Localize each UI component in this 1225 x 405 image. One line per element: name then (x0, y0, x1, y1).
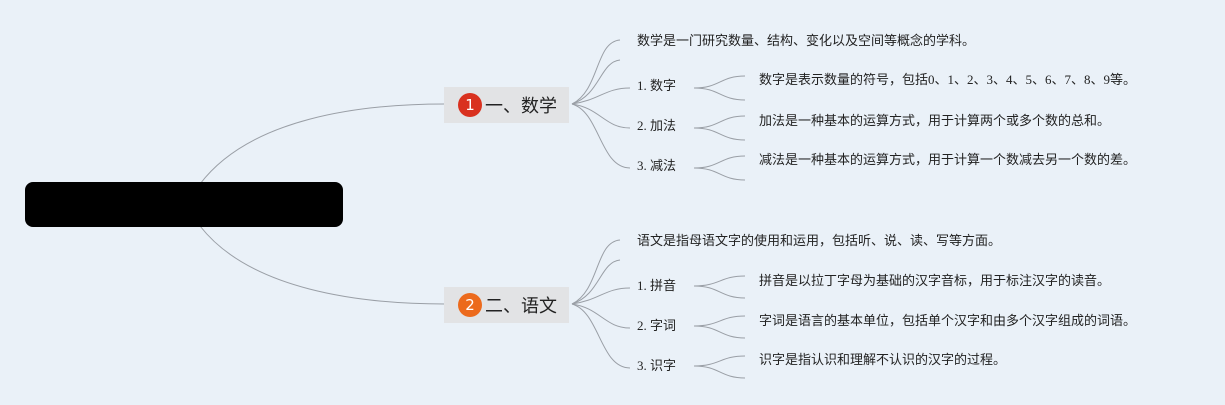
edge-t2-s3-desc (693, 355, 746, 367)
topic-label: 一、数学 (485, 96, 557, 117)
edge-t2-intro (571, 239, 621, 305)
edge-root-topic-1 (199, 103, 446, 185)
subtopic-desc[interactable]: 识字是指认识和理解不认识的汉字的过程。 (759, 352, 1007, 367)
edge-t1-sub3 (571, 103, 631, 169)
edge-t1-intro (571, 39, 621, 105)
subtopic-desc[interactable]: 数字是表示数量的符号，包括0、1、2、3、4、5、6、7、8、9等。 (759, 72, 1137, 87)
edge-t1-s2-desc-b (693, 127, 746, 141)
subtopic-label[interactable]: 2. 字词 (637, 318, 677, 333)
edge-t1-sub2 (571, 103, 631, 129)
edge-root-topic-2 (199, 225, 446, 305)
edge-t1-s3-desc (693, 155, 746, 169)
edge-t2-s1-desc (693, 275, 746, 287)
edge-t1-s3-desc-b (693, 167, 746, 181)
edge-t2-s1-desc-b (693, 285, 746, 299)
edge-t2-s2-desc (693, 315, 746, 327)
subtopic-label[interactable]: 2. 加法 (637, 118, 677, 133)
subtopic-desc[interactable]: 字词是语言的基本单位，包括单个汉字和由多个汉字组成的词语。 (759, 313, 1137, 328)
topic-label: 二、语文 (485, 296, 557, 317)
edge-t1-s2-desc (693, 115, 746, 129)
edge-t2-sub3 (571, 303, 631, 369)
edge-t1-intro-b (571, 59, 621, 105)
edge-t1-s1-desc (693, 75, 746, 89)
edge-t1-s1-desc-b (693, 87, 746, 101)
edge-t2-s3-desc-b (693, 365, 746, 379)
subtopic-label[interactable]: 3. 减法 (637, 158, 677, 173)
topic-math[interactable]: 1 一、数学 (444, 87, 569, 123)
edge-t2-sub1 (571, 287, 631, 305)
number-badge: 1 (458, 93, 482, 117)
topic-chinese[interactable]: 2 二、语文 (444, 287, 569, 323)
subtopic-label[interactable]: 1. 数字 (637, 78, 677, 93)
subtopic-desc[interactable]: 减法是一种基本的运算方式，用于计算一个数减去另一个数的差。 (759, 152, 1137, 167)
topic-intro[interactable]: 数学是一门研究数量、结构、变化以及空间等概念的学科。 (637, 33, 976, 48)
edge-t1-sub1 (571, 87, 631, 105)
edge-t2-s2-desc-b (693, 325, 746, 339)
edge-t2-intro-b (571, 259, 621, 305)
subtopic-label[interactable]: 1. 拼音 (637, 278, 677, 293)
subtopic-label[interactable]: 3. 识字 (637, 358, 677, 373)
topic-intro[interactable]: 语文是指母语文字的使用和运用，包括听、说、读、写等方面。 (637, 233, 1002, 248)
subtopic-desc[interactable]: 加法是一种基本的运算方式，用于计算两个或多个数的总和。 (759, 113, 1111, 128)
subtopic-desc[interactable]: 拼音是以拉丁字母为基础的汉字音标，用于标注汉字的读音。 (759, 273, 1111, 288)
root-node[interactable] (25, 182, 343, 227)
number-badge: 2 (458, 293, 482, 317)
edge-t2-sub2 (571, 303, 631, 329)
